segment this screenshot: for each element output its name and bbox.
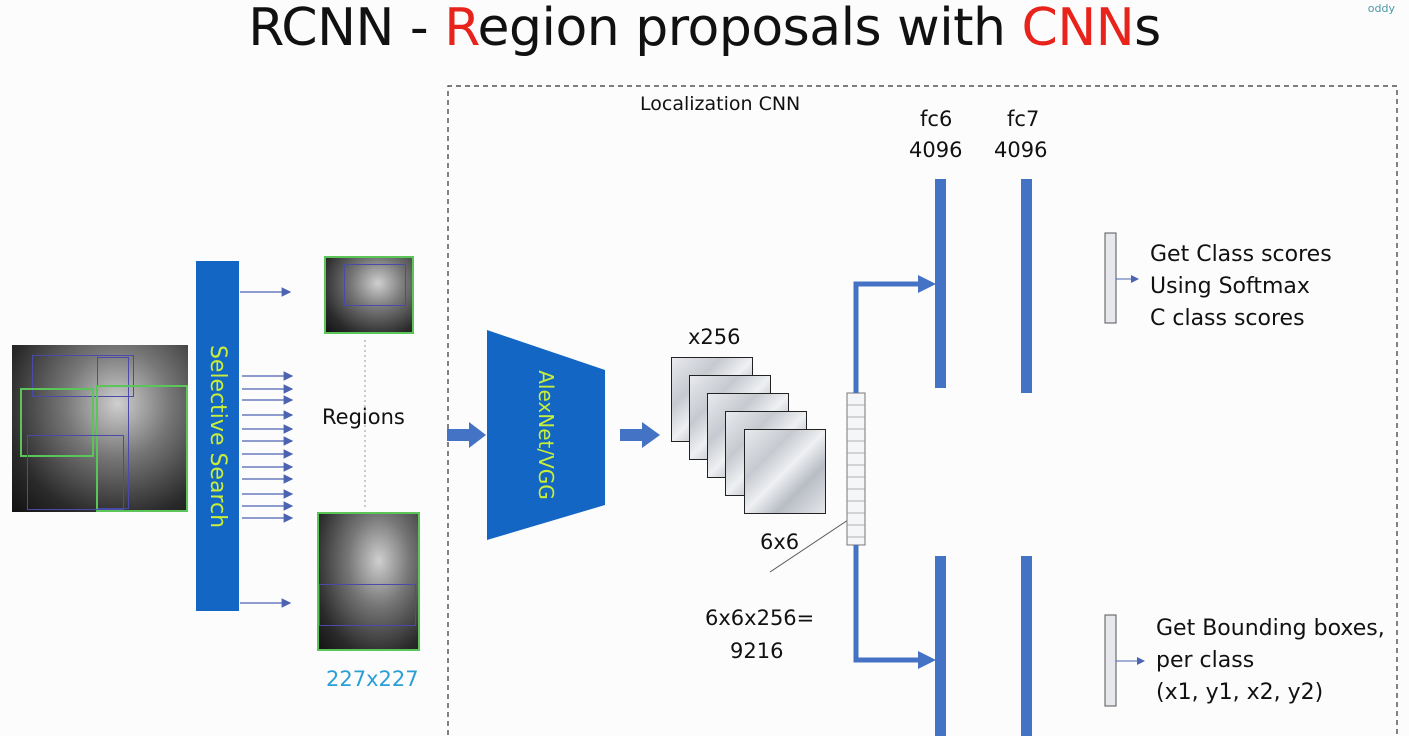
title-text: egion proposals with (477, 0, 1022, 58)
fc6-layer-top (935, 179, 946, 388)
alexnet-trapezoid (487, 330, 605, 540)
alexnet-label: AlexNet/VGG (534, 370, 558, 500)
feature-map (744, 429, 826, 514)
selective-search-block (196, 261, 239, 611)
input-arrow (447, 422, 486, 448)
region-image-top (324, 256, 414, 334)
fc7-size: 4096 (994, 138, 1048, 162)
bbox-output-vector (1104, 614, 1117, 707)
bbox-output-line: Get Bounding boxes, (1156, 616, 1385, 641)
localization-cnn-label: Localization CNN (640, 93, 801, 115)
title-highlight-r: R (444, 0, 478, 58)
bbox-output-line: (x1, y1, x2, y2) (1156, 680, 1324, 705)
flatten-size-line1: 6x6x256= (705, 606, 815, 630)
slide-title: RCNN - Region proposals with CNNs (0, 0, 1409, 58)
proposal-arrows (240, 287, 294, 608)
arrowhead (918, 275, 936, 293)
title-text: s (1134, 0, 1161, 58)
regions-label: Regions (322, 405, 405, 429)
alexnet-label-wrap: AlexNet/VGG (487, 330, 605, 540)
selective-search-label: Selective Search (205, 344, 230, 528)
class-output-line: Get Class scores (1150, 242, 1332, 267)
flattened-vector (846, 392, 866, 546)
brand-logo: oddy (1367, 2, 1395, 15)
feature-arrow (620, 422, 660, 448)
class-output-vector (1104, 232, 1117, 324)
fc6-name: fc6 (920, 107, 953, 131)
branch-arrow-class (853, 281, 920, 393)
region-size-label: 227x227 (326, 667, 419, 691)
fc7-name: fc7 (1007, 107, 1040, 131)
class-output-line: C class scores (1150, 306, 1305, 331)
bbox-output-text: Get Bounding boxes, per class (x1, y1, x… (1156, 613, 1385, 709)
arrowhead (918, 651, 936, 669)
title-highlight-cnn: CNN (1021, 0, 1135, 58)
class-output-text: Get Class scores Using Softmax C class s… (1150, 239, 1332, 335)
branch-arrow-bbox (853, 545, 920, 663)
fc6-size: 4096 (909, 138, 963, 162)
fc7-layer-bottom (1021, 556, 1032, 736)
flatten-size-line2: 9216 (730, 639, 784, 663)
feature-depth-label: x256 (688, 325, 741, 349)
flatten-pointer-line (769, 519, 849, 573)
fc7-layer-top (1021, 179, 1032, 393)
feature-size-label: 6x6 (760, 530, 800, 554)
vector-cells (847, 404, 865, 538)
class-output-line: Using Softmax (1150, 274, 1310, 299)
selective-search-label-wrap: Selective Search (196, 261, 239, 611)
fc6-layer-bottom (935, 556, 946, 736)
region-image-bottom (317, 512, 420, 651)
localization-dashed-box (447, 85, 1398, 735)
bbox-output-line: per class (1156, 648, 1255, 673)
title-text: RCNN - (248, 0, 445, 58)
input-image (12, 345, 188, 512)
